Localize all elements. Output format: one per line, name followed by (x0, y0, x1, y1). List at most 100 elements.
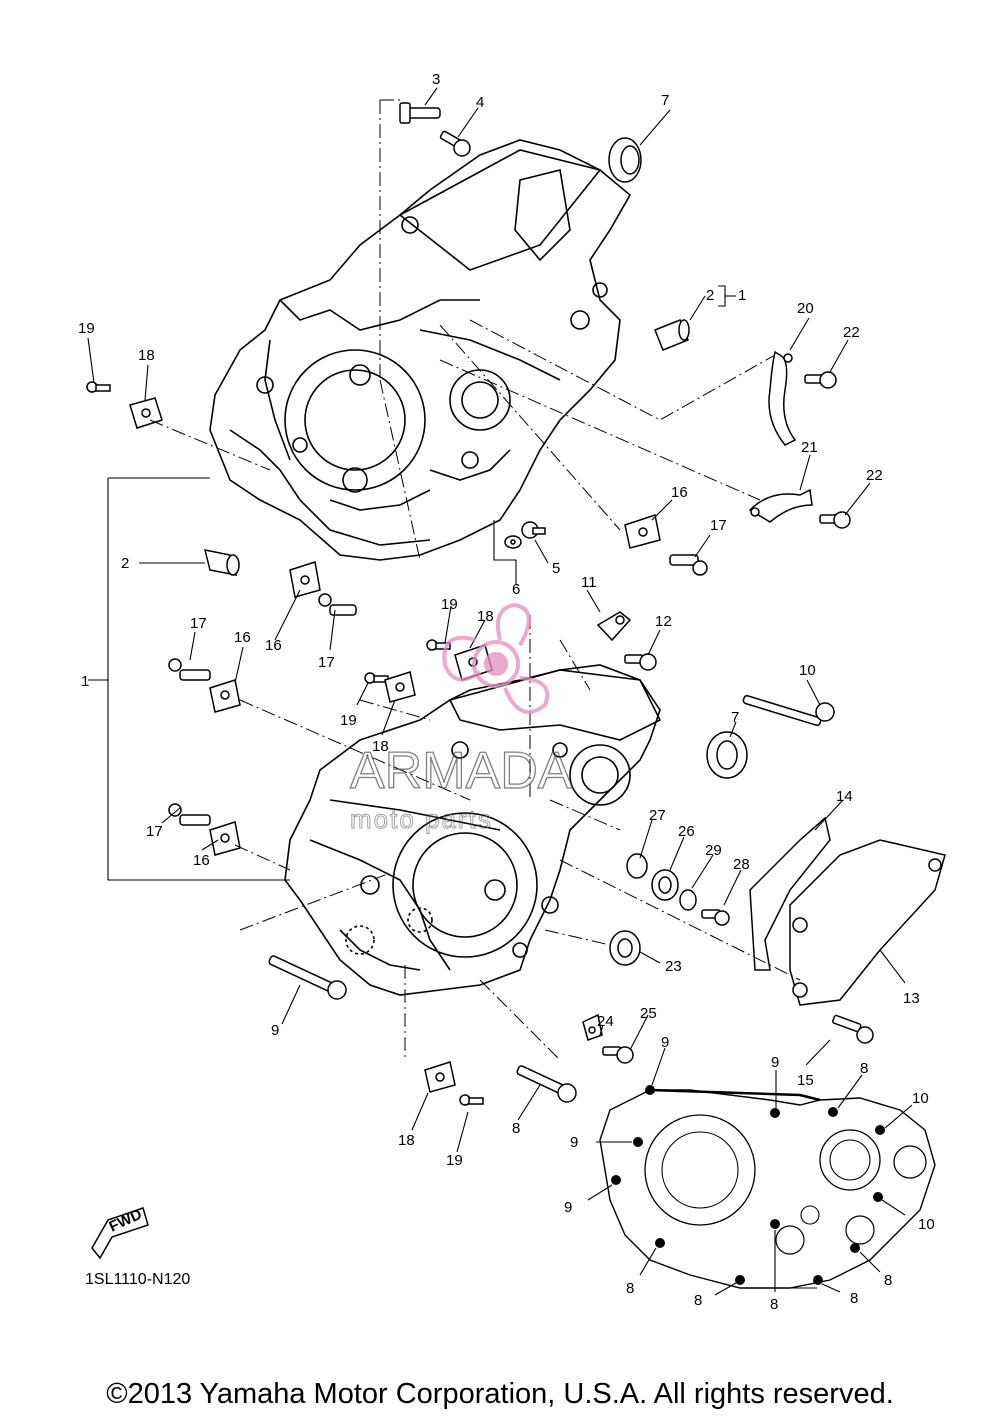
bolt-part-12 (624, 653, 657, 671)
callout-4: 4 (476, 94, 484, 111)
screw-part-19-a (86, 381, 111, 393)
callout-16-b: 16 (234, 629, 251, 646)
bush-part-26 (651, 869, 679, 901)
clamp-part-11 (596, 611, 632, 642)
callout-19-b: 19 (441, 596, 458, 613)
callout-17-d: 17 (146, 823, 163, 840)
inset-callout-8-b: 8 (626, 1280, 634, 1297)
inset-callout-9-a: 9 (661, 1034, 669, 1051)
screw-part-17-a (669, 554, 708, 576)
callout-6: 6 (512, 581, 520, 598)
callout-25: 25 (640, 1005, 657, 1022)
copyright-notice: ©2013 Yamaha Motor Corporation, U.S.A. A… (106, 1378, 894, 1410)
callout-22-lower: 22 (866, 467, 883, 484)
guide-part-14 (749, 816, 831, 971)
callout-13: 13 (903, 990, 920, 1007)
small-parts (86, 102, 946, 1106)
bolt-part-25 (602, 1046, 634, 1064)
inset-callout-8-e: 8 (770, 1296, 778, 1313)
dowel-pin-part-2-left (203, 549, 240, 576)
bolt-part-22-lower (819, 511, 851, 529)
callout-26: 26 (678, 823, 695, 840)
callout-9-main: 9 (271, 1022, 279, 1039)
clip-part-24 (582, 1013, 603, 1041)
callout-28: 28 (733, 856, 750, 873)
oil-seal-part-7-lower (706, 731, 748, 779)
callout-18-a: 18 (138, 347, 155, 364)
callout-15: 15 (797, 1072, 814, 1089)
bracket-part-16-d (209, 821, 241, 856)
callout-19-c: 19 (340, 712, 357, 729)
bolt-part-3 (399, 102, 441, 124)
bracket-part-16-a (624, 514, 661, 549)
inset-callout-10-a: 10 (912, 1090, 929, 1107)
callout-2: 2 (121, 555, 129, 572)
oil-seal-part-23 (609, 930, 641, 966)
bracket-part-18-d (424, 1061, 456, 1093)
bolt-part-10 (742, 694, 835, 727)
callout-3: 3 (432, 71, 440, 88)
screw-part-17-b (318, 593, 357, 616)
bracket-part-16-c (209, 679, 241, 713)
screw-part-19-b (426, 639, 451, 651)
callout-17-a: 17 (710, 517, 727, 534)
callout-14: 14 (836, 788, 853, 805)
bracket-label-1: 1 (738, 287, 746, 304)
callout-5: 5 (552, 560, 560, 577)
bolt-position-markers (611, 1085, 885, 1285)
washer-part-6 (504, 535, 522, 549)
crankcase-left-half (284, 664, 662, 996)
oil-seal-part-7-top (608, 137, 642, 183)
callout-10-main: 10 (799, 662, 816, 679)
callout-20: 20 (797, 300, 814, 317)
bolt-part-8 (516, 1065, 577, 1103)
watermark-brand: ARMADA (350, 742, 573, 800)
bracket-part-18-c (384, 671, 416, 703)
callout-29: 29 (705, 842, 722, 859)
callout-19-a: 19 (78, 320, 95, 337)
callout-18-b: 18 (477, 608, 494, 625)
callout-22-top: 22 (843, 324, 860, 341)
callout-7-lower: 7 (731, 709, 739, 726)
bracket-label-2: 2 (706, 287, 714, 304)
callout-labels: 3 4 7 2 1 20 22 19 18 21 22 16 17 2 5 6 … (78, 71, 935, 1313)
inset-callout-9-d: 9 (564, 1199, 572, 1216)
callout-8-main: 8 (512, 1120, 520, 1137)
callout-12: 12 (655, 613, 672, 630)
collar-part-27 (626, 853, 648, 879)
watermark-logo (442, 602, 550, 714)
callout-16-c: 16 (265, 637, 282, 654)
callout-18-c: 18 (372, 738, 389, 755)
inset-callout-8-a: 8 (860, 1060, 868, 1077)
callout-21: 21 (801, 439, 818, 456)
callout-11: 11 (581, 574, 597, 591)
callout-16-a: 16 (671, 484, 688, 501)
callout-7-top: 7 (661, 92, 669, 109)
inset-callout-9-b: 9 (771, 1054, 779, 1071)
inset-callout-8-f: 8 (850, 1290, 858, 1307)
bolt-location-inset (587, 1047, 936, 1296)
callout-16-d: 16 (193, 852, 210, 869)
leader-lines (87, 87, 906, 1153)
dowel-pin-part-2-top (654, 319, 690, 351)
cover-part-13 (789, 839, 946, 1006)
callout-27: 27 (649, 807, 666, 824)
screw-part-19-d (459, 1094, 484, 1106)
callout-23: 23 (665, 958, 682, 975)
inset-callout-10-b: 10 (918, 1216, 935, 1233)
callout-17-b: 17 (190, 615, 207, 632)
bolt-part-5 (521, 521, 546, 539)
inset-callout-8-c: 8 (884, 1272, 892, 1289)
part-code: 1SL1110-N120 (85, 1271, 191, 1288)
bracket-part-18-a (129, 397, 163, 429)
callout-17-c: 17 (318, 654, 335, 671)
screw-part-17-d (168, 803, 211, 826)
alignment-lines (149, 99, 801, 1061)
inset-callout-8-d: 8 (694, 1292, 702, 1309)
callout-1: 1 (81, 673, 89, 690)
bolt-part-4 (439, 130, 471, 157)
screw-part-19-c (364, 672, 389, 684)
watermark-tagline: moto parts (350, 804, 493, 834)
bolt-part-15 (832, 1014, 874, 1044)
